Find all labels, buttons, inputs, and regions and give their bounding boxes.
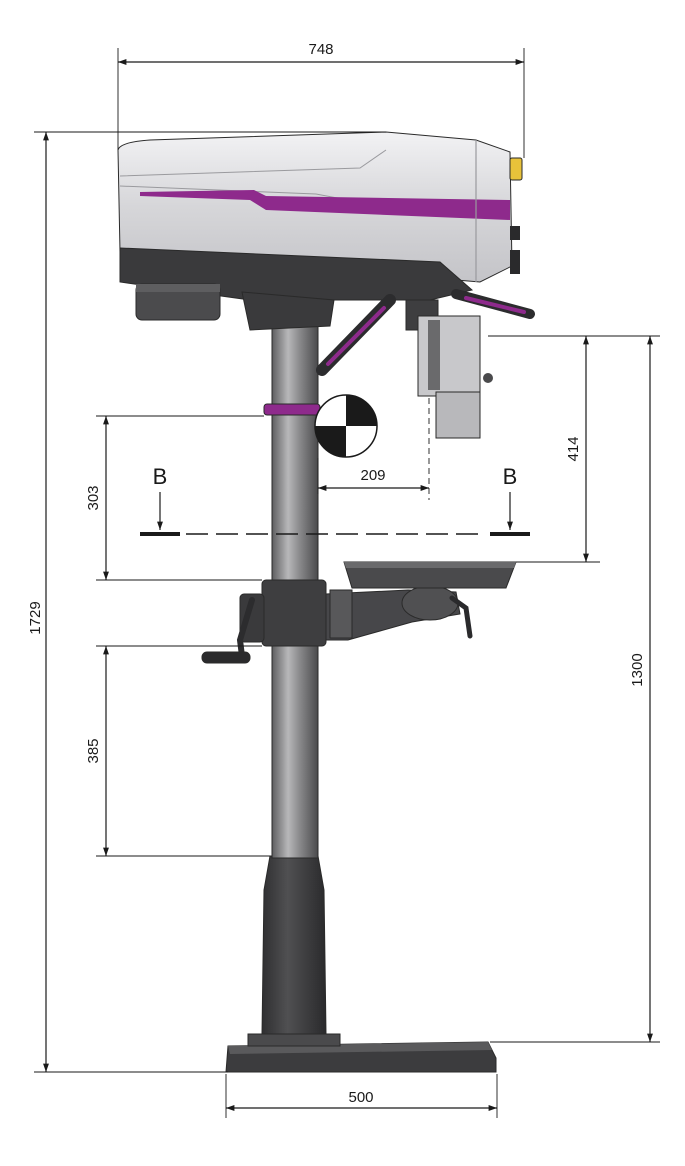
dim-table-travel: 303	[85, 415, 264, 581]
column-collar	[263, 403, 321, 416]
section-label-left: B	[153, 464, 168, 489]
head-column-mount	[241, 291, 335, 331]
accent-stripe	[140, 190, 510, 220]
table-crank-handle	[201, 593, 265, 664]
base-plate	[225, 1033, 497, 1073]
emergency-stop-button	[509, 157, 523, 181]
dim-overall-width-label: 748	[308, 41, 333, 58]
section-b-b: B B	[140, 464, 530, 536]
drill-press-machine	[117, 131, 535, 1073]
center-of-gravity-symbol	[314, 394, 378, 458]
column-pedestal	[261, 855, 327, 1035]
work-table	[343, 561, 517, 589]
dim-overall-height: 1729	[27, 131, 386, 1073]
head-housing	[117, 131, 513, 301]
dimension-lines: 748 1729 303 385 209	[27, 41, 660, 1118]
dim-column-to-spindle-label: 209	[360, 467, 385, 484]
dim-spindle-to-base: 1300	[490, 335, 660, 1043]
dim-base-width-label: 500	[348, 1089, 373, 1106]
dim-column-to-spindle: 209	[317, 398, 430, 500]
dim-overall-width: 748	[117, 41, 525, 158]
section-label-right: B	[503, 464, 518, 489]
dim-table-travel-label: 303	[85, 485, 102, 510]
dim-base-width: 500	[225, 1074, 498, 1118]
dim-overall-height-label: 1729	[27, 601, 44, 634]
table-bracket	[261, 579, 473, 647]
dim-lower-range: 385	[85, 645, 270, 857]
dim-spindle-to-base-label: 1300	[629, 653, 646, 686]
feed-handles	[316, 289, 535, 376]
dim-spindle-to-table-label: 414	[565, 436, 582, 461]
spindle-quill	[405, 299, 493, 439]
dim-lower-range-label: 385	[85, 738, 102, 763]
motor-housing	[135, 283, 221, 321]
switch-lower	[510, 250, 520, 274]
dim-spindle-to-table: 414	[488, 335, 600, 563]
switch-upper	[510, 226, 520, 240]
